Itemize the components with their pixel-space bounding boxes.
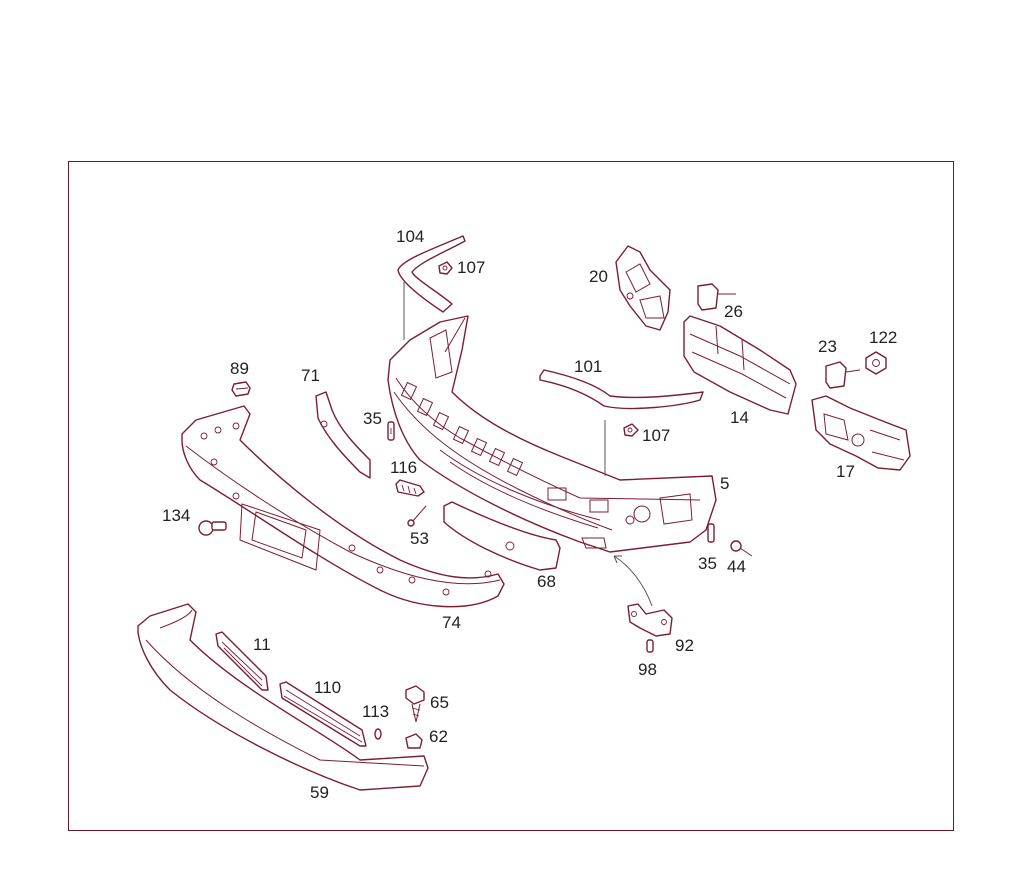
callout-14: 14 bbox=[730, 408, 749, 427]
part-122-nut[interactable] bbox=[865, 351, 887, 375]
callout-44: 44 bbox=[727, 557, 746, 576]
callout-26: 26 bbox=[724, 302, 743, 321]
part-35-bolt-right[interactable] bbox=[707, 523, 715, 543]
callout-122: 122 bbox=[869, 328, 897, 347]
callout-92: 92 bbox=[675, 636, 694, 655]
callout-62: 62 bbox=[429, 727, 448, 746]
callout-59: 59 bbox=[310, 783, 329, 802]
callout-98: 98 bbox=[638, 660, 657, 679]
callout-11: 11 bbox=[253, 635, 271, 654]
part-113-washer[interactable] bbox=[374, 728, 382, 740]
callout-35-right: 35 bbox=[698, 554, 717, 573]
part-44-rivet[interactable] bbox=[730, 540, 753, 557]
part-107-nut-middle[interactable] bbox=[623, 423, 639, 437]
callout-68: 68 bbox=[537, 572, 556, 591]
callout-107-middle: 107 bbox=[642, 426, 670, 445]
callout-20: 20 bbox=[589, 267, 608, 286]
callout-101: 101 bbox=[574, 357, 602, 376]
part-23-clip[interactable] bbox=[825, 361, 861, 389]
callout-104: 104 bbox=[396, 227, 424, 246]
part-74-bumper-cover[interactable] bbox=[181, 405, 505, 608]
callout-113: 113 bbox=[362, 702, 389, 721]
part-104-trim-strip[interactable] bbox=[397, 235, 466, 313]
callout-110: 110 bbox=[314, 678, 341, 697]
part-116-grille-insert[interactable] bbox=[395, 479, 425, 497]
part-26-clip[interactable] bbox=[697, 283, 736, 311]
callout-5: 5 bbox=[720, 474, 729, 493]
part-134-bolt[interactable] bbox=[198, 520, 227, 536]
callout-71: 71 bbox=[301, 366, 320, 385]
callout-65: 65 bbox=[430, 693, 449, 712]
callout-116: 116 bbox=[390, 458, 417, 477]
diagram-frame bbox=[68, 161, 954, 831]
part-5-bumper-carrier[interactable] bbox=[387, 315, 717, 553]
part-71-side-trim[interactable] bbox=[315, 391, 371, 479]
part-92-bracket[interactable] bbox=[627, 603, 673, 637]
part-20-mount-bracket[interactable] bbox=[615, 245, 671, 331]
part-98-pin[interactable] bbox=[646, 639, 654, 653]
part-11-grille[interactable] bbox=[215, 631, 269, 691]
callout-89: 89 bbox=[230, 359, 249, 378]
callout-107-top: 107 bbox=[457, 258, 485, 277]
callout-23: 23 bbox=[818, 337, 837, 356]
part-62-clip[interactable] bbox=[405, 733, 423, 749]
callout-53: 53 bbox=[410, 529, 429, 548]
part-35-bolt-left[interactable] bbox=[387, 421, 395, 441]
part-59-lower-spoiler[interactable] bbox=[137, 603, 429, 791]
part-65-screw[interactable] bbox=[405, 685, 425, 723]
part-107-nut-top[interactable] bbox=[438, 261, 453, 275]
part-89-clip[interactable] bbox=[231, 381, 251, 397]
part-101-strip[interactable] bbox=[539, 369, 704, 410]
callout-35-left: 35 bbox=[363, 409, 382, 428]
callout-17: 17 bbox=[836, 462, 855, 481]
callout-74: 74 bbox=[442, 613, 461, 632]
part-68-lower-strip[interactable] bbox=[443, 501, 561, 571]
part-17-absorber-bracket[interactable] bbox=[811, 395, 911, 471]
part-53-screw[interactable] bbox=[407, 505, 427, 527]
part-110-grille[interactable] bbox=[279, 681, 367, 747]
callout-134: 134 bbox=[162, 506, 190, 525]
part-14-impact-absorber[interactable] bbox=[683, 315, 797, 415]
